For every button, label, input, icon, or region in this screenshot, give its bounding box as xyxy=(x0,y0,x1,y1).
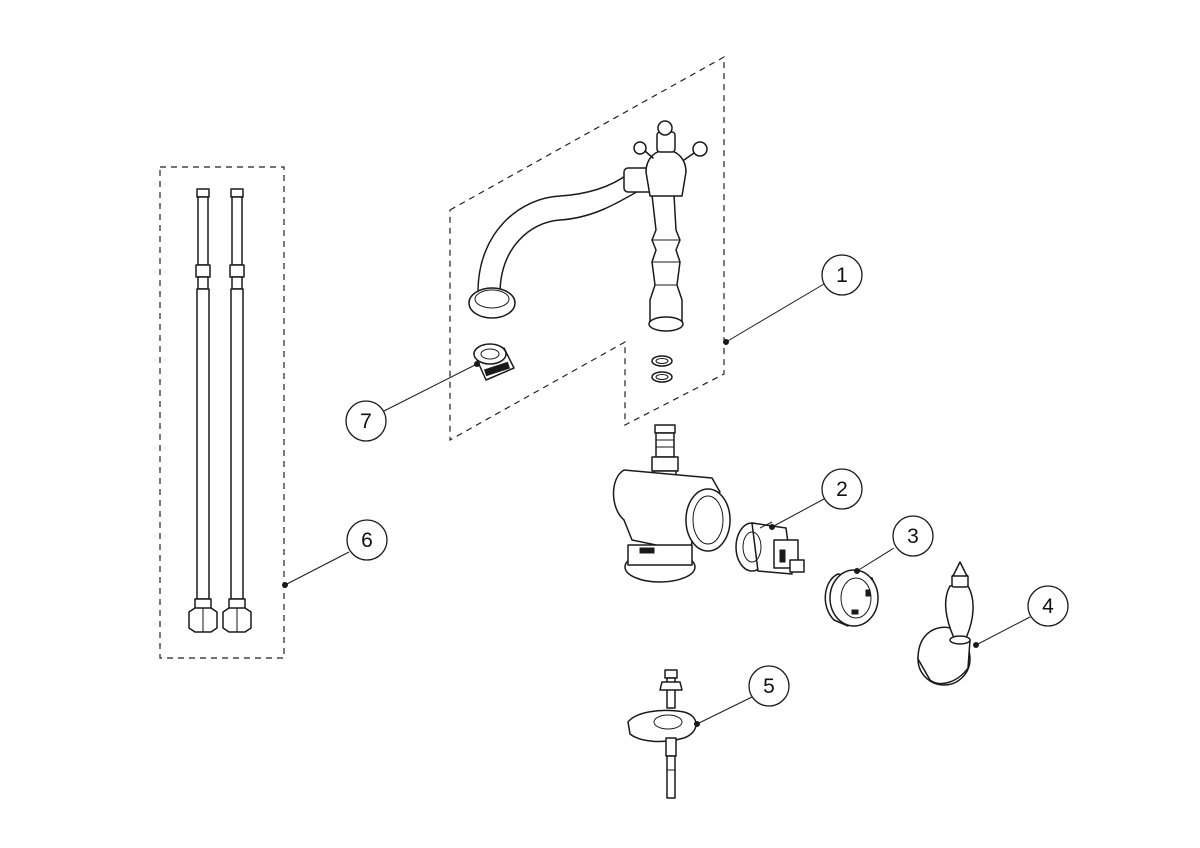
mounting-kit-part[interactable] xyxy=(627,669,697,799)
lever-handle-part[interactable] xyxy=(917,561,974,686)
spout-body-group[interactable] xyxy=(449,55,725,442)
leader-5 xyxy=(696,696,753,725)
callout-1[interactable]: 1 xyxy=(821,254,863,296)
hose-left xyxy=(188,188,218,633)
spout-tube xyxy=(477,173,641,295)
spout-dashed-frame xyxy=(449,55,725,442)
callout-7-label: 7 xyxy=(360,410,372,433)
callout-5-label: 5 xyxy=(763,675,775,698)
callout-5[interactable]: 5 xyxy=(748,665,790,707)
callout-6-label: 6 xyxy=(361,529,373,552)
leader-4 xyxy=(975,616,1031,646)
callout-3-label: 3 xyxy=(907,525,919,548)
o-ring-lower xyxy=(651,371,673,383)
leader-6 xyxy=(284,551,350,586)
callout-6[interactable]: 6 xyxy=(346,519,388,561)
retaining-ring-part[interactable] xyxy=(824,569,879,627)
leader-1 xyxy=(725,283,825,343)
aerator-part[interactable] xyxy=(473,343,515,381)
callout-4[interactable]: 4 xyxy=(1027,585,1069,627)
callout-2-label: 2 xyxy=(836,478,848,501)
leader-3 xyxy=(856,547,895,572)
o-ring-upper xyxy=(651,355,673,367)
callout-7[interactable]: 7 xyxy=(345,400,387,442)
callout-4-label: 4 xyxy=(1042,595,1054,618)
spout-outlet-rim xyxy=(468,287,516,319)
callout-2[interactable]: 2 xyxy=(821,468,863,510)
leader-7 xyxy=(381,363,478,413)
callout-3[interactable]: 3 xyxy=(892,515,934,557)
lower-valve-body xyxy=(612,424,731,583)
callout-1-label: 1 xyxy=(836,264,848,287)
leader-lines xyxy=(282,283,1031,727)
upper-body-column xyxy=(649,194,683,323)
flexible-hoses-group[interactable] xyxy=(159,166,285,659)
hoses-dashed-frame xyxy=(159,166,285,659)
cartridge-part[interactable] xyxy=(735,521,805,575)
leader-2 xyxy=(771,498,825,528)
hose-right xyxy=(222,188,252,633)
